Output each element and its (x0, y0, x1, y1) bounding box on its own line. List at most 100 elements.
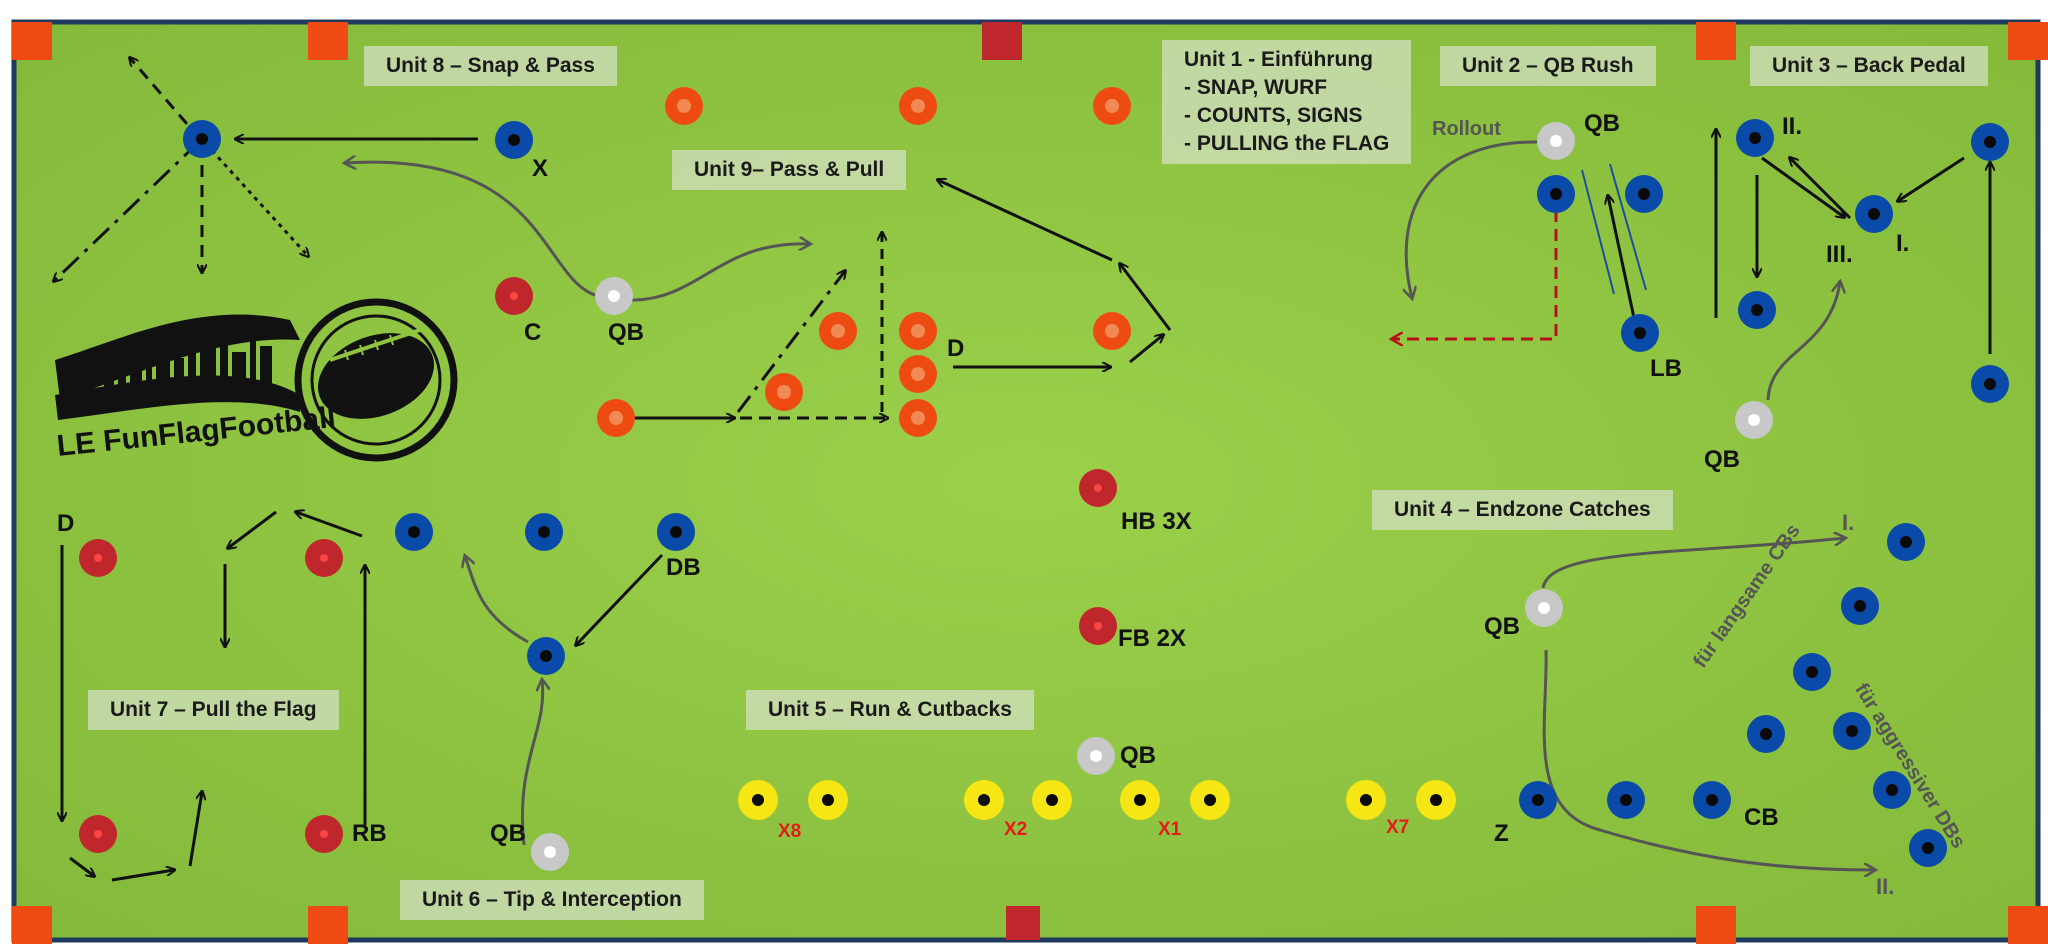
player-red (1079, 469, 1117, 507)
marker (2008, 906, 2048, 944)
field-surface (11, 19, 2041, 943)
marker (1696, 22, 1736, 60)
logo-banner (55, 314, 300, 400)
marker (308, 906, 348, 944)
player-blue (525, 513, 563, 551)
unit-8-label: Unit 8 – Snap & Pass (364, 46, 617, 86)
player-blue (1621, 314, 1659, 352)
cone-x1-label: X1 (1158, 819, 1182, 840)
lb-label: LB (1650, 355, 1682, 382)
marker (982, 22, 1022, 60)
qb-label: QB (1704, 446, 1740, 473)
unit-6-label: Unit 6 – Tip & Interception (400, 880, 704, 920)
cone-yellow (738, 780, 778, 820)
unit-3-label: Unit 3 – Back Pedal (1750, 46, 1988, 86)
fb-label: FB 2X (1118, 625, 1187, 652)
cone-orange (597, 399, 635, 437)
roman-1-label: I. (1896, 230, 1910, 257)
route-arrow (54, 139, 202, 281)
grey-paths (345, 140, 1875, 870)
route-arrow (1761, 156, 1844, 217)
roman-1-label: I. (1842, 510, 1855, 535)
field-markers (12, 22, 2048, 944)
unit-5-label: Unit 5 – Run & Cutbacks (746, 690, 1034, 730)
cone-yellow (1190, 780, 1230, 820)
player-qb (1537, 122, 1575, 160)
x-label: X (532, 155, 549, 182)
cone-x8-label: X8 (778, 821, 802, 842)
route-arrow (111, 870, 174, 882)
qb-label: QB (1120, 742, 1156, 769)
route-arrow (188, 792, 202, 867)
z-label: Z (1494, 820, 1509, 847)
hb-label: HB 3X (1121, 508, 1192, 535)
rush-line (1609, 163, 1647, 291)
route-curve (520, 680, 542, 846)
player-blue (527, 637, 565, 675)
marker (12, 22, 52, 60)
unit-9-label: Unit 9– Pass & Pull (672, 150, 907, 190)
unit-1-title: Unit 1 - Einführung (1184, 48, 1373, 71)
logo-ring (294, 298, 458, 462)
roman-3-label: III. (1826, 241, 1853, 268)
marker (308, 22, 348, 60)
rush-lines (1581, 163, 1647, 295)
player-blue (1971, 365, 2009, 403)
logo-swoosh (55, 375, 300, 420)
player-blue (1738, 291, 1776, 329)
cone-yellow (1032, 780, 1072, 820)
unit-1-line: - PULLING the FLAG (1184, 132, 1390, 155)
d-label: D (947, 335, 965, 362)
player-blue (1971, 123, 2009, 161)
cone-orange (899, 399, 937, 437)
marker (2008, 22, 2048, 60)
player-blue (1887, 523, 1925, 561)
player-blue (1693, 781, 1731, 819)
player-red (495, 277, 533, 315)
player-red (305, 539, 343, 577)
player-qb (1077, 737, 1115, 775)
route-arrow (1120, 264, 1172, 331)
route-arrow (938, 180, 1113, 262)
player-blue (1607, 781, 1645, 819)
route-curve (465, 556, 529, 644)
player-blue (1625, 175, 1663, 213)
cone-orange (1093, 312, 1131, 350)
player-blue (657, 513, 695, 551)
rollout-label: Rollout (1432, 118, 1501, 140)
unit-1-label: Unit 1 - Einführung - SNAP, WURF - COUNT… (1162, 40, 1412, 164)
d-label: D (57, 510, 75, 537)
qb-label: QB (490, 820, 526, 847)
route-arrow (1608, 196, 1636, 319)
marker (1006, 906, 1040, 940)
rollout-path (1392, 210, 1558, 339)
player-blue (1747, 715, 1785, 753)
cone-yellow (1346, 780, 1386, 820)
cone-orange (899, 355, 937, 393)
route-curve (345, 162, 599, 298)
cone-x7-label: X7 (1386, 817, 1410, 838)
route-curve (1542, 649, 1875, 870)
player-blue (1909, 829, 1947, 867)
player-red (79, 815, 117, 853)
cone-yellow (808, 780, 848, 820)
player-blue (1873, 771, 1911, 809)
route-arrow (1790, 158, 1852, 220)
route-arrow (736, 271, 845, 413)
player-qb (1735, 401, 1773, 439)
cb-label: CB (1744, 804, 1779, 831)
unit-7-label: Unit 7 – Pull the Flag (88, 690, 339, 730)
cone-orange (899, 87, 937, 125)
player-red (1079, 607, 1117, 645)
route-arrow (296, 512, 363, 538)
cone-yellow (1120, 780, 1160, 820)
player-blue (1841, 587, 1879, 625)
player-red (79, 539, 117, 577)
route-arrow (1898, 156, 1965, 201)
route-curve (1541, 538, 1845, 589)
roman-2-label: II. (1876, 874, 1895, 899)
route-arrow (1129, 335, 1163, 364)
players (79, 87, 2009, 871)
logo-ring-inner (310, 314, 442, 446)
